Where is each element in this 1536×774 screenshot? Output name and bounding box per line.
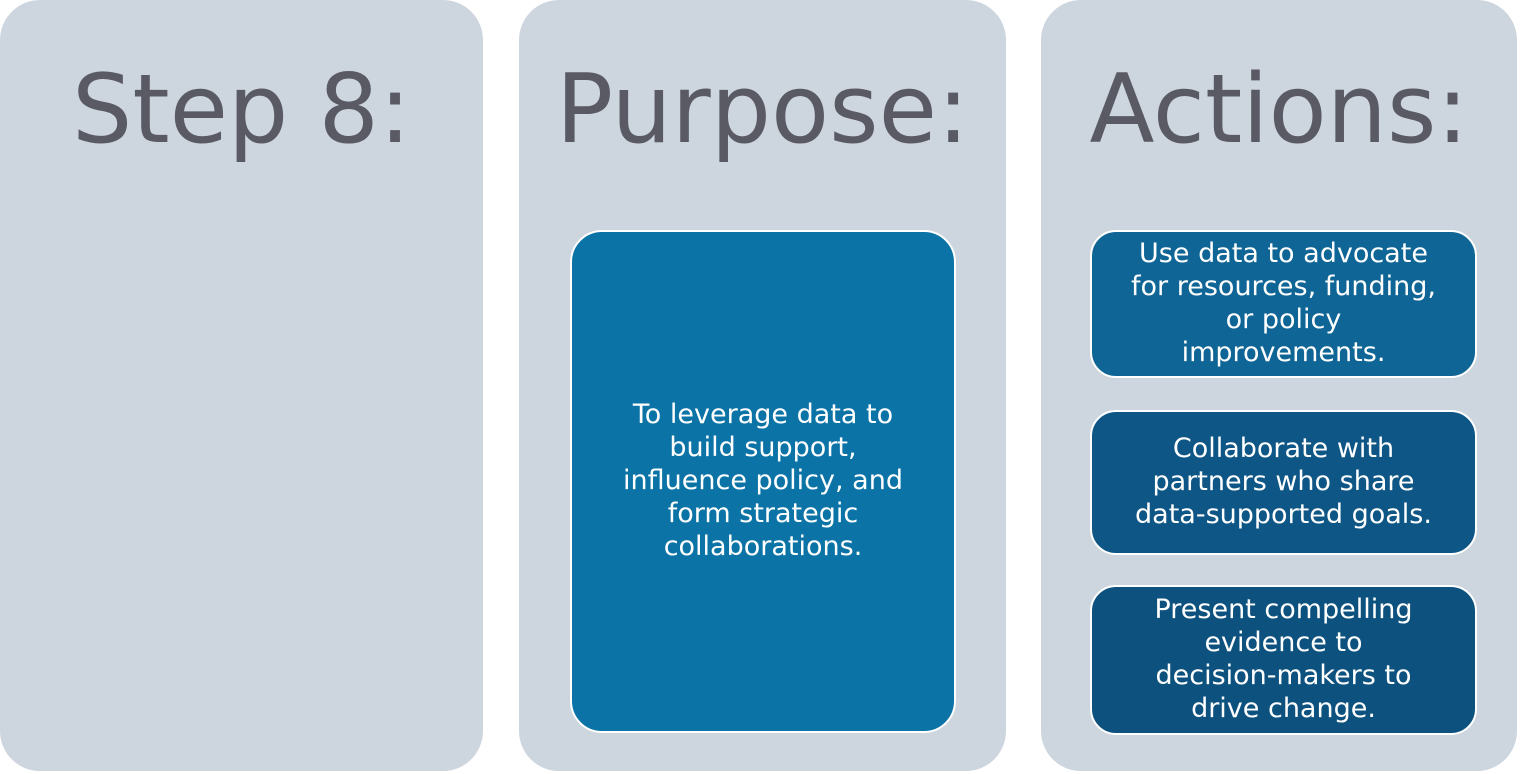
actions-column: Actions: Use data to advocate for resour… — [1041, 0, 1517, 771]
action-card-present-text: Present compelling evidence to decision-… — [1154, 594, 1413, 724]
purpose-card: To leverage data to build support, influ… — [570, 230, 956, 733]
purpose-card-text: To leverage data to build support, influ… — [623, 399, 903, 562]
action-card-collaborate: Collaborate with partners who share data… — [1090, 410, 1477, 555]
purpose-column: Purpose: To leverage data to build suppo… — [519, 0, 1006, 771]
action-card-advocate: Use data to advocate for resources, fund… — [1090, 230, 1477, 378]
actions-title: Actions: — [1089, 55, 1469, 165]
action-card-present: Present compelling evidence to decision-… — [1090, 585, 1477, 735]
action-card-collaborate-text: Collaborate with partners who share data… — [1135, 433, 1432, 530]
step-column: Step 8: — [0, 0, 483, 771]
purpose-title: Purpose: — [555, 55, 970, 165]
action-card-advocate-text: Use data to advocate for resources, fund… — [1131, 238, 1436, 368]
step-title: Step 8: — [72, 55, 411, 165]
